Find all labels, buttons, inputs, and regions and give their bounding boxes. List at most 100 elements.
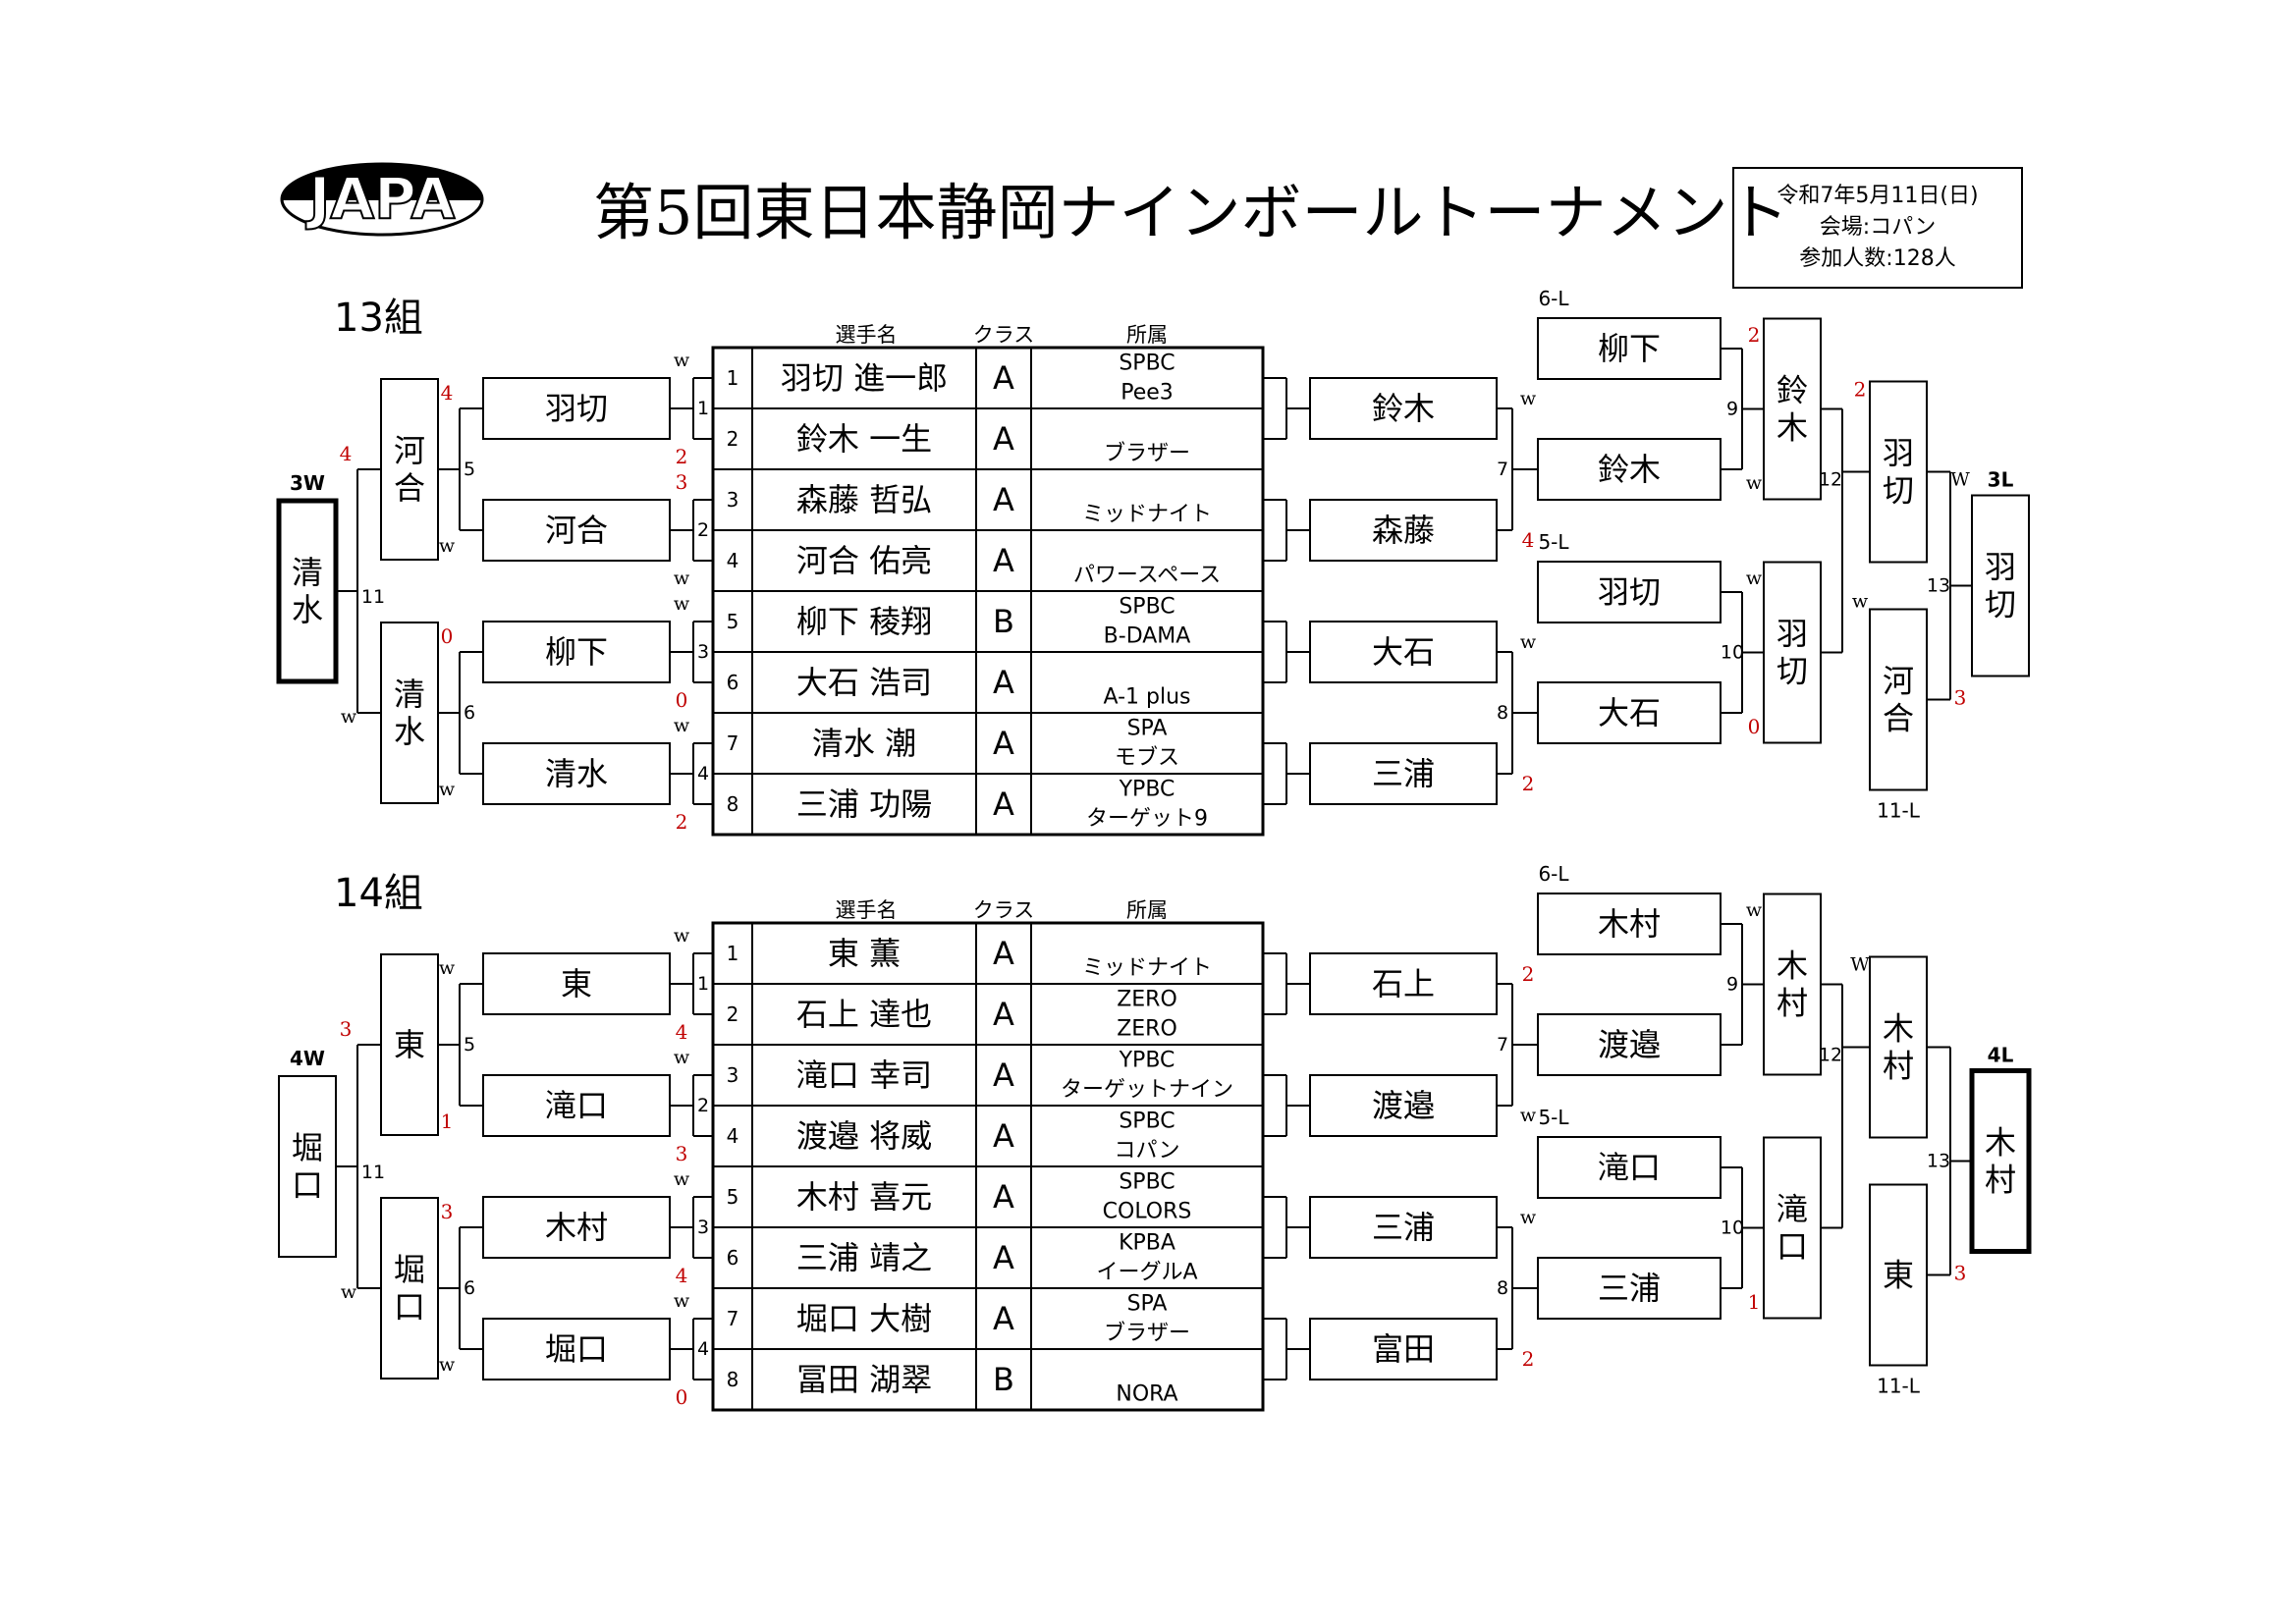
- match-mark-bottom: 4: [676, 1264, 688, 1287]
- match-mark-bottom: 0: [676, 1385, 688, 1409]
- player-affiliation-line1: SPBC: [1119, 1170, 1175, 1195]
- player-affiliation-line1: SPBC: [1119, 595, 1175, 620]
- player-affiliation-line1: SPA: [1127, 1292, 1168, 1317]
- match-mark-bottom: w: [341, 1281, 357, 1303]
- right-round1-winner-name: 富田: [1372, 1330, 1435, 1368]
- match-number: 12: [1819, 469, 1842, 491]
- match-mark-top: 0: [441, 624, 454, 648]
- player-affiliation-line2: B-DAMA: [1104, 624, 1191, 649]
- match-number: 3: [697, 641, 709, 663]
- player-name: 森藤 哲弘: [796, 481, 932, 518]
- player-affiliation: A-1 plus: [1104, 685, 1191, 710]
- player-class: A: [993, 664, 1014, 701]
- player-name: 清水 潮: [812, 725, 916, 762]
- match-number: 6: [464, 1277, 475, 1299]
- player-seed-number: 7: [727, 1307, 739, 1330]
- match-mark-top: W: [1950, 469, 1970, 491]
- match-mark-bottom: 0: [1748, 715, 1761, 738]
- losers-11-tag: 11-L: [1877, 1375, 1921, 1398]
- player-name: 河合 佑亮: [796, 542, 932, 579]
- player-class: A: [993, 1239, 1014, 1276]
- event-info-box: 令和7年5月11日(日) 会場:コパン 参加人数:128人: [1732, 167, 2023, 289]
- japa-logo-icon: JAPA: [279, 161, 485, 238]
- player-affiliation-line2: COLORS: [1103, 1200, 1192, 1224]
- match-number: 10: [1721, 642, 1744, 664]
- losers-dropin-box: [1537, 1136, 1722, 1199]
- player-class: A: [993, 1300, 1014, 1337]
- losers-11-tag: 11-L: [1877, 799, 1921, 823]
- col-header-class: クラス: [973, 323, 1035, 347]
- right-round2-winner-name: 三浦: [1598, 1270, 1661, 1307]
- player-affiliation: ミッドナイト: [1082, 503, 1212, 527]
- match-mark-bottom: 3: [1954, 686, 1967, 710]
- match-mark-bottom: w: [439, 779, 456, 800]
- player-affiliation-line1: YPBC: [1119, 778, 1175, 802]
- player-class: A: [993, 1178, 1014, 1216]
- player-affiliation-line2: ターゲットナイン: [1061, 1078, 1233, 1103]
- left-final-box: [276, 498, 339, 684]
- player-class: A: [993, 481, 1014, 518]
- match-mark-top: 3: [441, 1200, 454, 1223]
- left-round1-winner-name: 木村: [545, 1209, 608, 1246]
- left-round1-box: [482, 621, 671, 683]
- player-affiliation-line1: SPBC: [1119, 352, 1175, 376]
- player-seed-number: 8: [727, 792, 739, 816]
- player-affiliation-line1: ZERO: [1117, 988, 1177, 1012]
- player-name: 冨田 湖翠: [796, 1361, 932, 1398]
- right-round2-winner-name: 鈴木: [1598, 451, 1661, 488]
- match-number: 9: [1726, 974, 1738, 996]
- col-header-name: 選手名: [836, 898, 898, 922]
- match-number: 13: [1927, 1151, 1950, 1172]
- match-number: 11: [361, 586, 385, 608]
- match-mark-top: w: [1746, 568, 1763, 589]
- match-mark-bottom: 1: [1748, 1290, 1761, 1314]
- player-affiliation-line2: ブラザー: [1104, 1322, 1190, 1346]
- losers-dropin-tag: 5-L: [1538, 530, 1569, 554]
- player-name: 東 薫: [828, 935, 901, 972]
- left-round1-winner-name: 清水: [545, 755, 608, 792]
- left-round2-winner-name: 東: [394, 1026, 425, 1063]
- player-name: 大石 浩司: [796, 664, 932, 701]
- right-round2-winner-name: 大石: [1598, 694, 1661, 731]
- losers-dropin-tag: 6-L: [1538, 287, 1569, 310]
- right-semi-winner-name: 滝口: [1777, 1190, 1808, 1265]
- match-mark-top: 3: [340, 1017, 353, 1041]
- match-mark-top: 3: [676, 470, 688, 494]
- right-semi-box: [1763, 561, 1822, 744]
- match-number: 7: [1497, 1034, 1508, 1056]
- match-mark-bottom: 3: [676, 1142, 688, 1165]
- left-round1-box: [482, 742, 671, 805]
- match-number: 8: [1497, 1277, 1508, 1299]
- left-final-winner-name: 堀口: [292, 1129, 323, 1204]
- right-semi-winner-name: 鈴木: [1777, 371, 1808, 446]
- player-seed-number: 5: [727, 1185, 739, 1209]
- match-number: 12: [1819, 1045, 1842, 1066]
- match-mark-top: 2: [1522, 962, 1535, 986]
- losers-dropin-tag: 6-L: [1538, 862, 1569, 886]
- player-affiliation-line1: KPBA: [1119, 1231, 1175, 1256]
- left-final-tag: 4W: [290, 1047, 325, 1070]
- match-mark-top: w: [1746, 899, 1763, 921]
- right-round2-winner-name: 渡邉: [1598, 1026, 1661, 1063]
- left-round1-winner-name: 柳下: [545, 633, 608, 671]
- col-header-name: 選手名: [836, 323, 898, 347]
- right-final-tag: 4L: [1988, 1044, 2014, 1067]
- losers-dropin-name: 柳下: [1598, 330, 1661, 367]
- left-round1-box: [482, 377, 671, 440]
- right-round1-winner-name: 大石: [1372, 633, 1435, 671]
- player-affiliation-line2: ターゲット9: [1086, 807, 1208, 832]
- event-participants: 参加人数:128人: [1799, 246, 1956, 271]
- left-round1-winner-name: 滝口: [545, 1087, 608, 1124]
- match-number: 9: [1726, 399, 1738, 420]
- player-class: A: [993, 359, 1014, 397]
- left-round2-box: [380, 622, 439, 804]
- match-number: 6: [464, 702, 475, 724]
- player-class: A: [993, 420, 1014, 458]
- right-quarter-box: [1869, 955, 1928, 1139]
- match-mark-top: w: [1520, 631, 1537, 653]
- player-seed-number: 2: [727, 427, 739, 451]
- player-affiliation-line1: SPA: [1127, 717, 1168, 741]
- player-affiliation: パワースペース: [1073, 564, 1221, 588]
- left-round1-box: [482, 499, 671, 562]
- right-round1-winner-name: 鈴木: [1372, 390, 1435, 427]
